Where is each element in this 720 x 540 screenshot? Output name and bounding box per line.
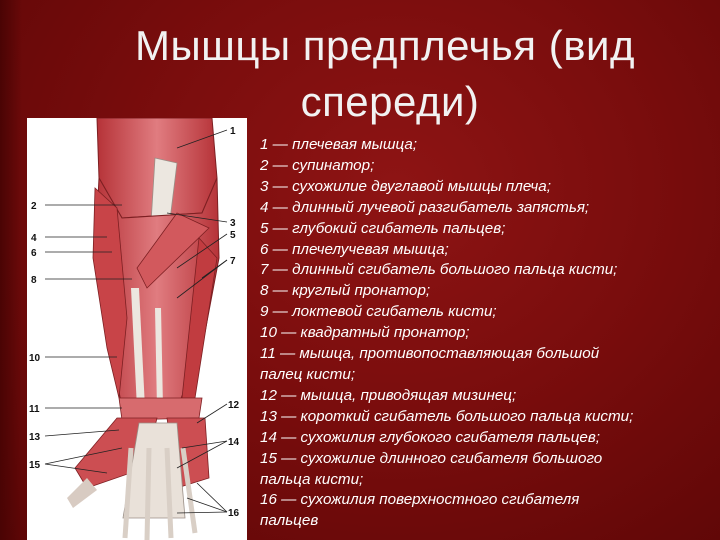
callout-number: 15: [29, 460, 41, 471]
callout-number: 3: [230, 218, 236, 229]
callout-number: 2: [31, 201, 37, 212]
callout-number: 7: [230, 256, 236, 267]
title-line-2: спереди): [300, 78, 480, 125]
legend-item: 4 — длинный лучевой разгибатель запястья…: [260, 198, 590, 216]
muscle-legend-list: 1 — плечевая мышца; 2 — супинатор; 3 — с…: [260, 135, 715, 540]
callout-number: 11: [29, 404, 40, 415]
finger-tendon: [164, 447, 174, 539]
finger-tendon: [144, 447, 152, 540]
callout-number: 4: [31, 233, 37, 244]
legend-item: 6 — плечелучевая мышца;: [260, 240, 449, 258]
legend-item: 5 — глубокий сгибатель пальцев;: [260, 219, 506, 237]
callout-number: 14: [228, 437, 240, 448]
legend-item: 2 — супинатор;: [260, 156, 375, 174]
callout-number: 10: [29, 353, 41, 364]
legend-item: палец кисти;: [260, 365, 356, 383]
title-line-1: Мышцы предплечья (вид: [135, 22, 635, 69]
legend-item: 7 — длинный сгибатель большого пальца ки…: [260, 261, 618, 279]
tendon-strip: [155, 308, 163, 408]
forearm-muscle-drawing: 2 4 6 8 10 11 13 15 1 3 5 7 12 14 16: [29, 118, 240, 540]
legend-item: 10 — квадратный пронатор;: [260, 324, 470, 342]
callout-number: 1: [230, 126, 236, 137]
forearm-anatomy-illustration: 2 4 6 8 10 11 13 15 1 3 5 7 12 14 16: [27, 118, 247, 540]
legend-item: 16 — сухожилия поверхностного сгибателя: [260, 491, 580, 509]
legend-item: пальцев: [260, 512, 319, 530]
tendon-strip: [131, 288, 145, 408]
legend-item: 14 — сухожилия глубокого сгибателя пальц…: [260, 428, 601, 446]
left-callout-lines: [44, 204, 132, 474]
callout-number: 6: [31, 248, 37, 259]
callout-number: 5: [230, 230, 236, 241]
pronator-teres-muscle: [136, 212, 210, 289]
right-callout-lines: [166, 129, 228, 514]
thumb: [67, 478, 97, 508]
legend-item: 1 — плечевая мышца;: [260, 136, 417, 153]
callout-number: 8: [31, 275, 37, 286]
callout-number: 13: [29, 432, 41, 443]
legend-item: 11 — мышца, противопоставляющая большой: [260, 345, 600, 363]
legend-item: пальца кисти;: [260, 470, 364, 488]
callout-number: 16: [228, 508, 240, 519]
finger-tendon: [180, 447, 198, 534]
legend-item: 15 — сухожилие длинного сгибателя большо…: [260, 449, 603, 467]
finger-tendon: [122, 447, 134, 539]
legend-item: 12 — мышца, приводящая мизинец;: [260, 386, 517, 404]
legend-item: 9 — локтевой сгибатель кисти;: [260, 303, 497, 321]
legend-item: 8 — круглый пронатор;: [260, 282, 431, 300]
legend-item: 3 — сухожилие двуглавой мышцы плеча;: [260, 177, 551, 195]
callout-number: 12: [228, 400, 240, 411]
legend-item: 13 — короткий сгибатель большого пальца …: [260, 407, 634, 425]
slide-title: Мышцы предплечья (вид спереди): [40, 18, 720, 130]
pronator-quadratus-muscle: [118, 397, 203, 421]
left-decor-band: [0, 0, 22, 540]
